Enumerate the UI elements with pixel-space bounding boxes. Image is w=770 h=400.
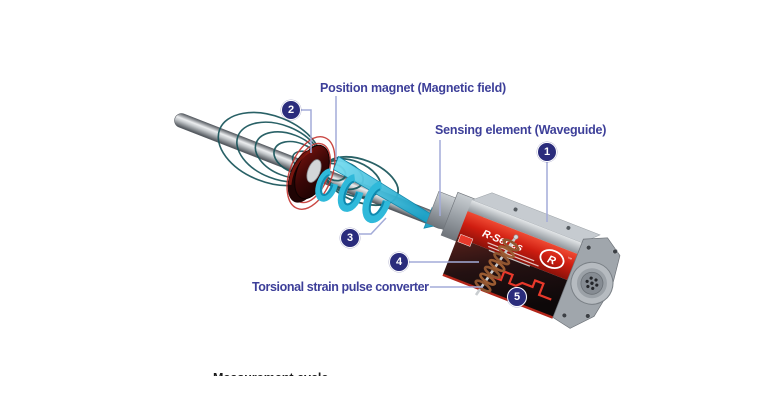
end-cap-screws-icon <box>561 244 618 319</box>
label-position-magnet: Position magnet (Magnetic field) <box>320 81 506 95</box>
callout-badge-3: 3 <box>340 228 360 248</box>
leader-callout-2 <box>300 109 312 153</box>
cropped-caption-text: Measurement cycle <box>213 371 328 376</box>
brand-logo-oval-icon <box>539 249 565 270</box>
connector-pins-icon <box>585 276 599 290</box>
sensor-head: R-Series R ™ <box>426 190 621 329</box>
top-screw-icon <box>566 225 571 230</box>
strain-pulse-converter-spring <box>474 234 520 296</box>
signal-trace-graphic <box>491 270 552 301</box>
leader-lines <box>300 96 548 288</box>
callout-badge-1: 1 <box>537 142 557 162</box>
callout-badge-4: 4 <box>389 252 409 272</box>
housing-dark-body <box>442 237 568 318</box>
housing-top-face <box>471 192 601 244</box>
approval-tag <box>457 233 474 247</box>
housing-red-edge <box>442 273 554 319</box>
top-screw-icon <box>513 207 518 212</box>
torsional-pulse-rings <box>315 168 391 224</box>
label-sensing-element: Sensing element (Waveguide) <box>435 123 607 137</box>
brand-logo-letter: R <box>546 253 558 267</box>
label-torsional-converter: Torsional strain pulse converter <box>252 280 429 294</box>
callout-badge-2: 2 <box>281 100 301 120</box>
callout-badge-5: 5 <box>507 287 527 307</box>
trademark-mark: ™ <box>566 256 572 262</box>
housing-metal-strip <box>467 200 582 255</box>
cropped-caption: Measurement cycle <box>213 371 328 376</box>
leader-callout-3 <box>358 217 387 235</box>
